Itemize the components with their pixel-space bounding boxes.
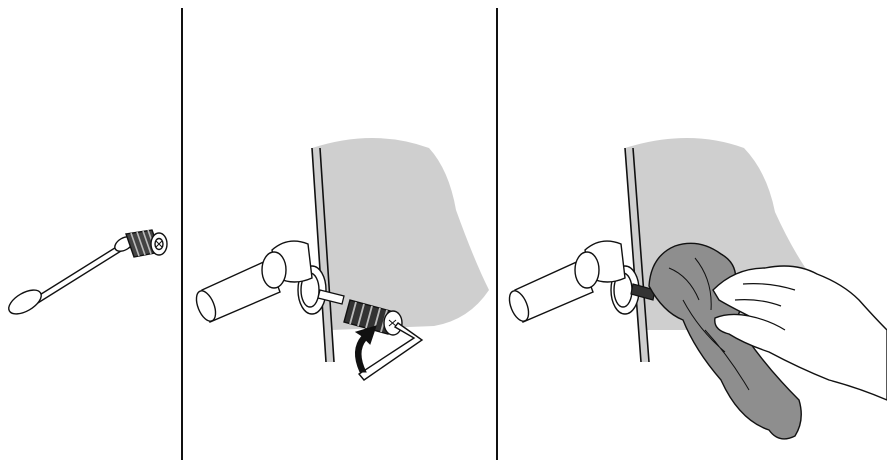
screw-icon <box>126 230 167 257</box>
door-lever-icon <box>506 241 625 324</box>
panel-wipe-with-cloth <box>499 0 887 468</box>
panel-divider-right <box>496 8 498 460</box>
panel-swab-and-screw <box>0 0 182 468</box>
cotton-swab-icon <box>5 234 136 319</box>
panel-hex-key-removal <box>184 0 495 468</box>
door-lever-icon <box>193 241 312 324</box>
panel-divider-left <box>181 8 183 460</box>
